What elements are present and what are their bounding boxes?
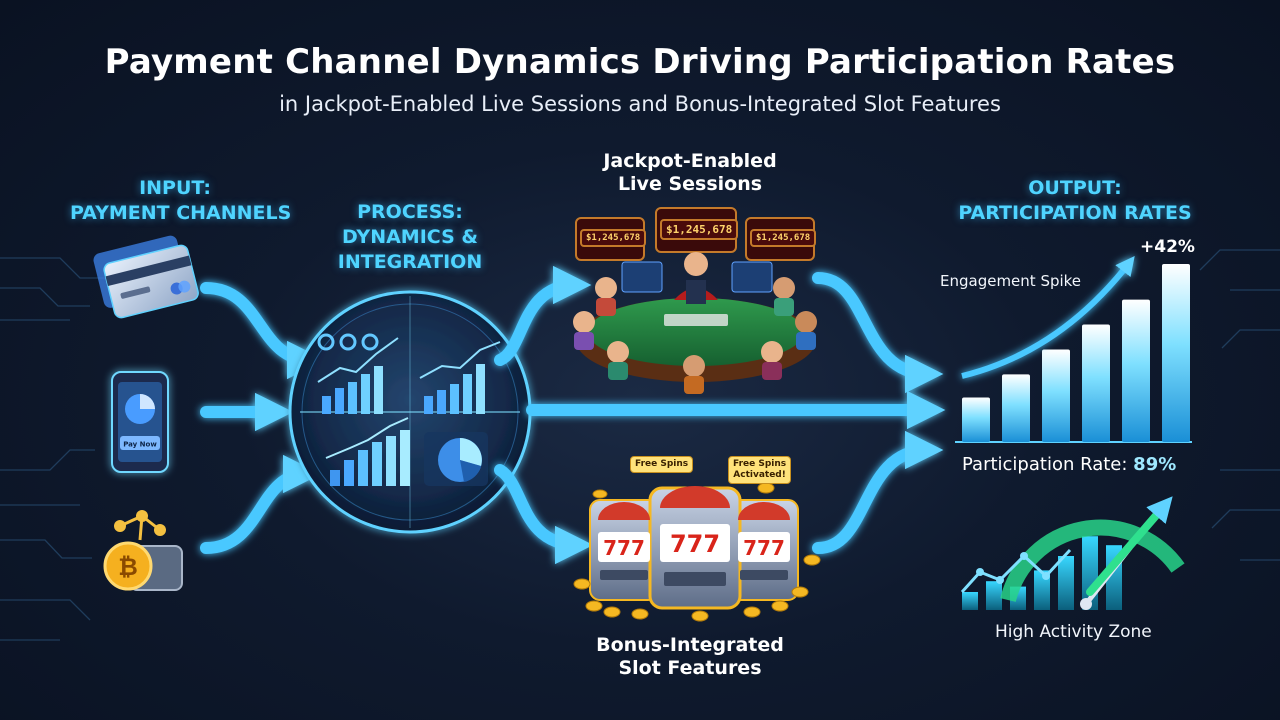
output-heading: OUTPUT: PARTICIPATION RATES [950, 176, 1200, 226]
jackpot-display-left: $1,245,678 [580, 229, 646, 247]
input-heading-line1: INPUT: [139, 177, 211, 199]
output-heading-line1: OUTPUT: [1028, 177, 1122, 199]
slots-heading-line1: Bonus-Integrated [596, 634, 784, 656]
slot-machines-illustration [573, 482, 821, 622]
activity-zone-bar [962, 592, 978, 610]
circuit-lines-left [0, 257, 110, 641]
high-activity-zone-label: High Activity Zone [995, 622, 1152, 642]
slot-reels-right: 777 [743, 536, 785, 560]
jackpot-display-right: $1,245,678 [750, 229, 816, 247]
free-spins-activated-line1: Free Spins [733, 459, 787, 469]
output-bar [1082, 324, 1110, 442]
svg-text:₿: ₿ [118, 553, 138, 581]
orb-gauge-icons [317, 333, 379, 351]
page-subtitle: in Jackpot-Enabled Live Sessions and Bon… [279, 92, 1001, 116]
output-bar [1002, 374, 1030, 442]
live-sessions-heading: Jackpot-Enabled Live Sessions [585, 150, 795, 196]
input-heading-line2: PAYMENT CHANNELS [70, 202, 292, 224]
crypto-wallet-icon: ₿ [103, 510, 183, 591]
mobile-wallet-icon [111, 371, 169, 473]
activity-trend-points [976, 552, 1050, 584]
engagement-spike-arrow [961, 255, 1135, 379]
slot-reels-center: 777 [669, 530, 721, 558]
slots-heading-line2: Slot Features [618, 657, 762, 679]
activity-zone-bar [986, 581, 1002, 610]
output-heading-line2: PARTICIPATION RATES [958, 202, 1192, 224]
slot-reels-left: 777 [603, 536, 645, 560]
activity-zone-bar-chart [962, 536, 1122, 610]
participation-rate-value: 89% [1133, 454, 1177, 475]
input-heading: INPUT: PAYMENT CHANNELS [70, 176, 292, 226]
process-heading-line3: INTEGRATION [337, 251, 483, 273]
live-sessions-heading-line2: Live Sessions [617, 173, 763, 195]
page-title: Payment Channel Dynamics Driving Partici… [104, 42, 1176, 82]
output-bar-chart [962, 264, 1190, 442]
activity-zone-bar [1058, 556, 1074, 610]
participation-rate-readout: Participation Rate: 89% [962, 454, 1176, 475]
orb-bar-chart-lower [325, 417, 410, 486]
orb-bar-chart-upper-left [317, 337, 399, 414]
free-spins-activated-badge: Free Spins Activated! [728, 456, 792, 484]
process-heading-line2: DYNAMICS & [342, 226, 478, 248]
activity-trend-line [960, 548, 1072, 594]
live-session-illustration [573, 207, 817, 394]
output-bar [1042, 349, 1070, 442]
pay-now-label: Pay Now [123, 441, 157, 449]
participation-rate-label: Participation Rate: [962, 454, 1128, 475]
engagement-spike-value: +42% [1140, 237, 1195, 257]
free-spins-activated-line2: Activated! [733, 470, 786, 480]
free-spins-badge: Free Spins [630, 456, 694, 473]
slots-heading: Bonus-Integrated Slot Features [585, 634, 795, 680]
activity-zone-bar [1034, 570, 1050, 610]
input-arrows [200, 282, 326, 554]
orb-bar-chart-upper-right [419, 341, 501, 414]
output-bar [1162, 264, 1190, 442]
activity-gauge-arc [1000, 519, 1185, 603]
process-heading-line1: PROCESS: [357, 201, 463, 223]
live-sessions-heading-line1: Jackpot-Enabled [603, 150, 777, 172]
output-bar [962, 397, 990, 442]
jackpot-display-center: $1,245,678 [660, 219, 738, 240]
output-bar [1122, 299, 1150, 442]
process-output-arrows [494, 265, 946, 565]
orb-pie-chart [424, 432, 488, 486]
activity-growth-arrow [1086, 496, 1173, 596]
engagement-spike-label: Engagement Spike [940, 272, 1082, 290]
credit-card-icon [93, 235, 199, 319]
gauge-hub [1080, 598, 1092, 610]
circuit-lines-right [1199, 249, 1280, 561]
process-heading: PROCESS: DYNAMICS & INTEGRATION [320, 200, 500, 275]
